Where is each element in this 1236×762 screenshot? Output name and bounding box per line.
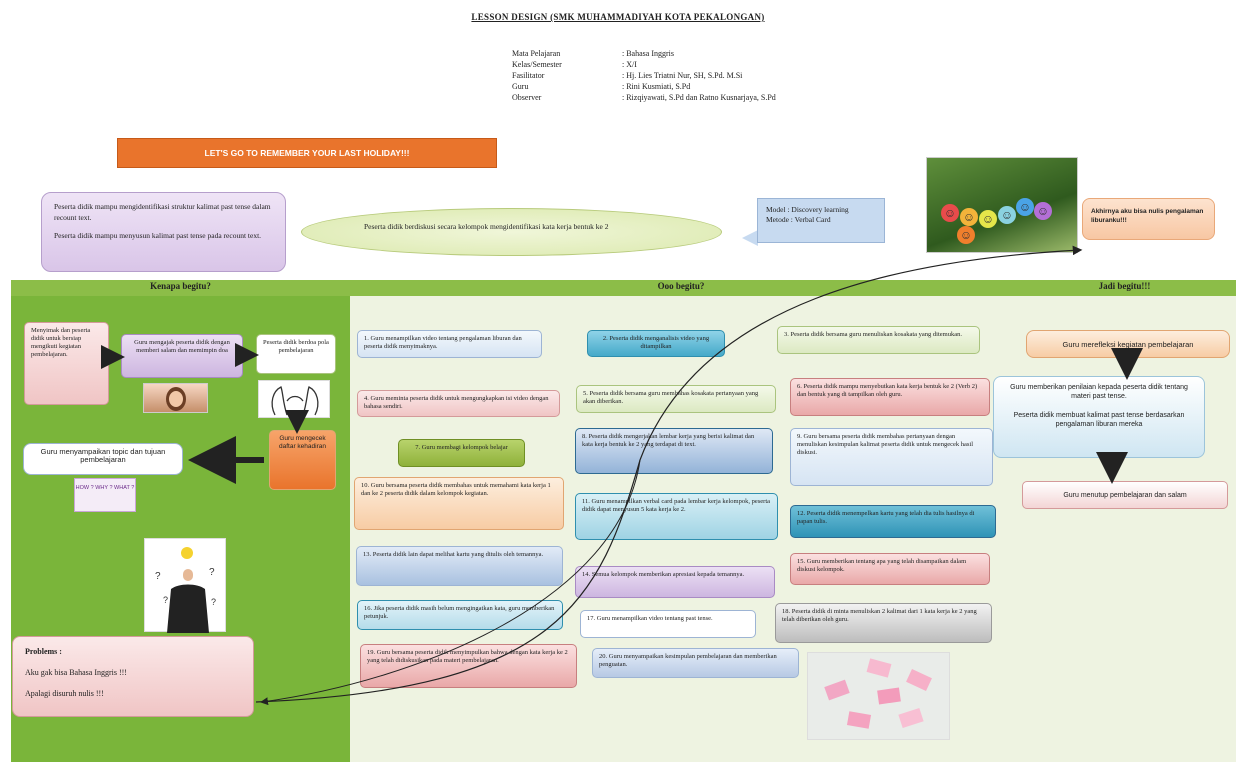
info-key: Fasilitator bbox=[512, 71, 545, 80]
mid-step-9: 9. Guru bersama peserta didik membahas p… bbox=[790, 428, 993, 486]
mid-step-5: 5. Peserta didik bersama guru membahas k… bbox=[576, 385, 776, 413]
mid-step-17: 17. Guru menampilkan video tentang past … bbox=[580, 610, 756, 638]
mid-step-10: 10. Guru bersama peserta didik membahas … bbox=[354, 477, 564, 530]
left-box-5: Guru menyampaikan topic dan tujuan pembe… bbox=[23, 443, 183, 475]
praying-hands-icon bbox=[271, 386, 319, 416]
smiley-icon: ☺ bbox=[941, 204, 959, 222]
smiley-icon: ☺ bbox=[1034, 202, 1052, 220]
mid-step-11: 11. Guru menampilkan verbal card pada le… bbox=[575, 493, 778, 540]
mid-step-14: 14. Semua kelompok memberikan apresiasi … bbox=[575, 566, 775, 598]
left-box-1: Menyimak dan peserta didik untuk bersiap… bbox=[24, 322, 109, 405]
discussion-ellipse: Peserta didik berdiskusi secara kelompok… bbox=[301, 208, 722, 256]
header-left: Kenapa begitu? bbox=[150, 281, 211, 291]
model-callout: Model : Discovery learning Metode : Verb… bbox=[757, 198, 885, 243]
mid-step-18: 18. Peserta didik di minta menuliskan 2 … bbox=[775, 603, 992, 643]
info-value: : Rizqiyawati, S.Pd dan Ratno Kusnarjaya… bbox=[622, 93, 776, 102]
problems-line-2: Apalagi disuruh nulis !!! bbox=[25, 689, 104, 698]
question-slip: HOW ? WHY ? WHAT ? bbox=[74, 478, 136, 512]
objectives-box: Peserta didik mampu mengidentifikasi str… bbox=[41, 192, 286, 272]
mid-step-4: 4. Guru meminta peserta didik untuk meng… bbox=[357, 390, 560, 417]
objective-1: Peserta didik mampu mengidentifikasi str… bbox=[54, 202, 271, 222]
student-photo bbox=[143, 383, 208, 413]
info-value: : X/I bbox=[622, 60, 637, 69]
left-box-3: Peserta didik berdoa pola pembelajaran bbox=[256, 334, 336, 374]
lesson-info: Mata Pelajaran : Bahasa Inggris Kelas/Sem… bbox=[512, 48, 776, 103]
balloons-photo: ☺ ☺ ☺ ☺ ☺ ☺ ☺ bbox=[926, 157, 1078, 253]
smiley-icon: ☺ bbox=[1016, 198, 1034, 216]
info-key: Mata Pelajaran bbox=[512, 49, 561, 58]
info-value: : Hj. Lies Triatni Nur, SH, S.Pd. M.Si bbox=[622, 71, 743, 80]
info-value: : Rini Kusmiati, S.Pd bbox=[622, 82, 691, 91]
thinking-man-image: ? ? ? ? bbox=[144, 538, 226, 633]
conclusion-bubble: Akhirnya aku bisa nulis pengalaman libur… bbox=[1082, 198, 1215, 240]
header-middle: Ooo begitu? bbox=[657, 281, 705, 291]
info-key: Kelas/Semester bbox=[512, 60, 562, 69]
problems-box: Problems : Aku gak bisa Bahasa Inggris !… bbox=[12, 636, 254, 717]
mid-step-2: 2. Peserta didik menganalisis video yang… bbox=[587, 330, 725, 357]
objective-2: Peserta didik mampu menyusun kalimat pas… bbox=[54, 231, 262, 240]
problems-line-1: Aku gak bisa Bahasa Inggris !!! bbox=[25, 668, 127, 677]
header-bar bbox=[11, 280, 1236, 296]
curve-arrow-icon bbox=[260, 459, 641, 706]
right-step-3: Peserta didik membuat kalimat past tense… bbox=[1013, 412, 1185, 428]
right-step-4: Guru menutup pembelajaran dan salam bbox=[1022, 481, 1228, 509]
svg-text:?: ? bbox=[155, 571, 161, 582]
info-key: Observer bbox=[512, 93, 542, 102]
mid-step-16: 16. Jika peserta didik masih belum mengi… bbox=[357, 600, 563, 630]
callout-tail bbox=[742, 230, 758, 246]
smiley-icon: ☺ bbox=[979, 210, 997, 228]
svg-text:?: ? bbox=[211, 597, 216, 607]
document-title: LESSON DESIGN (SMK MUHAMMADIYAH KOTA PEK… bbox=[471, 12, 765, 22]
thinking-man-icon: ? ? ? ? bbox=[155, 547, 216, 633]
mid-step-8: 8. Peserta didik mengerjakan lembar kerj… bbox=[575, 428, 773, 474]
problems-title: Problems : bbox=[25, 647, 62, 656]
info-value: : Bahasa Inggris bbox=[622, 49, 674, 58]
smiley-icon: ☺ bbox=[998, 206, 1016, 224]
mid-step-12: 12. Peserta didik menempelkan kartu yang… bbox=[790, 505, 996, 538]
curve-arrow-icon bbox=[255, 245, 1083, 703]
right-step-2-box: Guru memberikan penilaian kepada peserta… bbox=[993, 376, 1205, 458]
smiley-icon: ☺ bbox=[960, 208, 978, 226]
mid-step-15: 15. Guru memberikan tentang apa yang tel… bbox=[790, 553, 990, 585]
right-step-2: Guru memberikan penilaian kepada peserta… bbox=[1010, 384, 1188, 400]
mid-step-19: 19. Guru bersama peserta didik menyimpul… bbox=[360, 644, 577, 688]
mid-step-3: 3. Peserta didik bersama guru menuliskan… bbox=[777, 326, 980, 354]
mid-step-7: 7. Guru membagi kelompok belajar bbox=[398, 439, 525, 467]
svg-text:?: ? bbox=[163, 595, 168, 605]
mid-step-6: 6. Peserta didik mampu menyebutkan kata … bbox=[790, 378, 990, 416]
verbal-cards-photo bbox=[807, 652, 950, 740]
left-box-4: Guru mengecek daftar kehadiran bbox=[269, 430, 336, 490]
header-right: Jadi begitu!!! bbox=[1098, 281, 1151, 291]
mid-step-1: 1. Guru menampilkan video tentang pengal… bbox=[357, 330, 542, 358]
svg-text:?: ? bbox=[209, 567, 215, 578]
mid-step-20: 20. Guru menyampaikan kesimpulan pembela… bbox=[592, 648, 799, 678]
mid-step-13: 13. Peserta didik lain dapat melihat kar… bbox=[356, 546, 563, 586]
info-key: Guru bbox=[512, 82, 529, 91]
left-box-2: Guru mengajak peserta didik dengan membe… bbox=[121, 334, 243, 378]
holiday-banner: LET'S GO TO REMEMBER YOUR LAST HOLIDAY!!… bbox=[117, 138, 497, 168]
smiley-icon: ☺ bbox=[957, 226, 975, 244]
